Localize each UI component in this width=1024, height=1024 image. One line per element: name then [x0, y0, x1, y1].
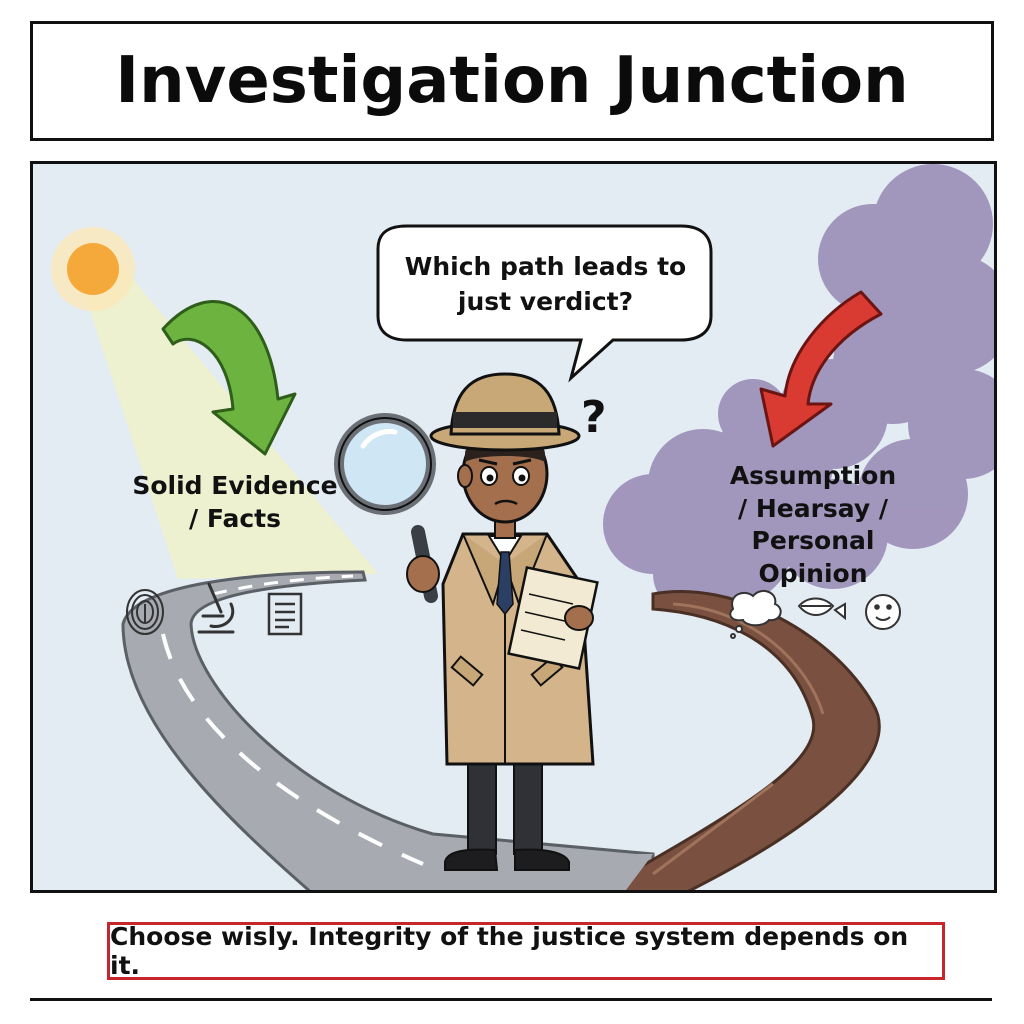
scene-illustration	[51, 164, 994, 890]
left-path-label-line2: / Facts	[189, 503, 281, 533]
right-path-label-line3: Personal Opinion	[751, 526, 875, 588]
footer-divider	[30, 998, 992, 1001]
fingerprint-icon	[126, 589, 164, 635]
document-icon	[267, 592, 303, 636]
page-title: Investigation Junction	[115, 44, 909, 118]
detective-figure	[334, 372, 599, 871]
speech-bubble-line1: Which path leads to	[404, 252, 687, 281]
scene-panel: ? Which path leads to just verdict? Soli…	[30, 161, 997, 893]
paved-road	[121, 570, 655, 890]
smoke-cloud	[603, 164, 994, 614]
right-path-label: Assumption / Hearsay / Personal Opinion	[693, 460, 933, 590]
thought-bubble-icon	[729, 589, 782, 639]
dirt-path	[593, 590, 881, 890]
right-path-label-line2: / Hearsay /	[737, 493, 889, 523]
footer-text: Choose wisly. Integrity of the justice s…	[110, 922, 909, 980]
speech-bubble	[376, 224, 713, 383]
footer-banner: Choose wisly. Integrity of the justice s…	[107, 922, 945, 980]
red-arrow	[759, 290, 883, 448]
left-path-label: Solid Evidence / Facts	[105, 470, 365, 535]
green-arrow	[161, 300, 297, 456]
microscope-icon	[197, 582, 235, 634]
question-mark: ?	[581, 392, 607, 443]
speech-lips-icon	[797, 597, 846, 621]
title-box: Investigation Junction	[30, 21, 994, 141]
right-path-label-line1: Assumption	[729, 461, 897, 490]
left-path-label-line1: Solid Evidence	[132, 471, 338, 500]
speech-bubble-line2: just verdict?	[457, 287, 634, 316]
speech-bubble-text: Which path leads to just verdict?	[393, 249, 698, 319]
sun-icon	[51, 227, 135, 311]
smiley-icon	[865, 594, 901, 630]
